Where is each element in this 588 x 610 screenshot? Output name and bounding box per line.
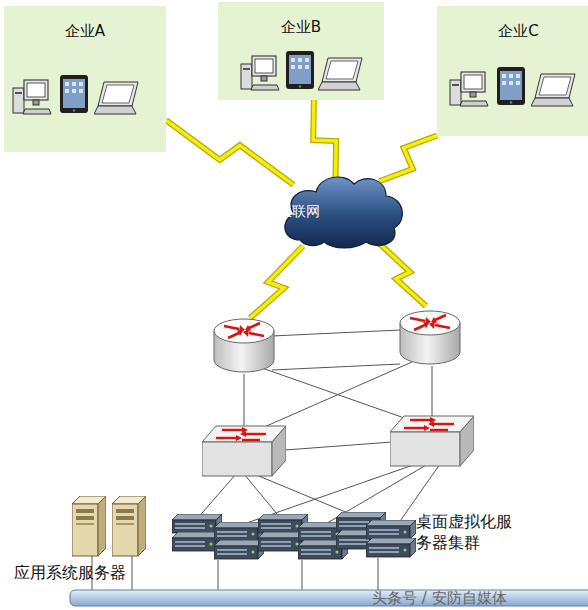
internet-cloud: 互联网: [278, 170, 408, 250]
server-cluster: 桌面虚拟化服务器集群: [416, 512, 512, 554]
router: [214, 319, 274, 372]
watermark: 头条号 / 安防自媒体: [372, 589, 507, 608]
enterprise-box: 企业C: [437, 6, 588, 136]
cloud-label: 互联网: [278, 203, 320, 221]
group-label: 桌面虚拟化服务器集群: [416, 512, 512, 554]
wireless-link: [313, 100, 336, 181]
app-server: [112, 496, 146, 556]
switch: [202, 426, 286, 476]
network-wire: [92, 330, 440, 591]
wireless-link: [166, 120, 294, 185]
app-server: [72, 496, 106, 556]
enterprise-name: 企业C: [437, 6, 588, 41]
wireless-link: [250, 244, 426, 318]
enterprise-name: 企业B: [218, 2, 384, 37]
router: [400, 311, 460, 364]
switch: [390, 416, 474, 466]
enterprise-box: 企业B: [218, 2, 384, 100]
group-label: 应用系统服务器: [14, 563, 126, 584]
device-icons: [218, 2, 368, 100]
network-bus: [70, 590, 588, 606]
rack-server: [172, 512, 416, 559]
enterprise-box: 企业A: [4, 6, 166, 152]
wireless-link: [379, 136, 437, 182]
server-group: 应用系统服务器: [14, 492, 174, 584]
enterprise-name: 企业A: [4, 6, 166, 41]
